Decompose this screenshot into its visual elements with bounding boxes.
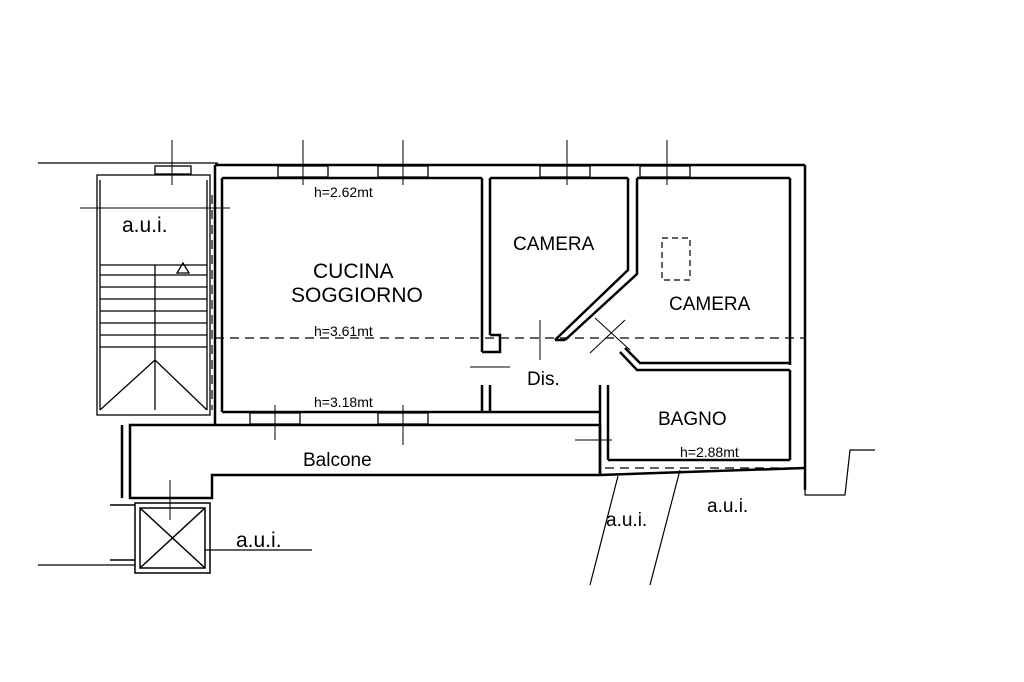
height-bagno-label: h=2.88mt: [680, 444, 739, 460]
height-mid-label: h=3.61mt: [314, 323, 373, 339]
soggiorno-label: SOGGIORNO: [291, 284, 423, 307]
aui-bottom-right-label: a.u.i.: [707, 496, 748, 517]
walls: [120, 163, 807, 500]
dis-label: Dis.: [527, 369, 560, 390]
wardrobe-outline: [661, 237, 691, 281]
height-top-label: h=2.62mt: [314, 184, 373, 200]
section-lines: [211, 195, 805, 469]
stairwell: [96, 174, 211, 416]
elevator-shaft: [110, 502, 211, 574]
aui-top-left-label: a.u.i.: [122, 214, 168, 237]
bagno-label: BAGNO: [658, 409, 727, 430]
cucina-label: CUCINA: [313, 260, 394, 283]
balcone-label: Balcone: [303, 450, 372, 471]
aui-bottom-left-label: a.u.i.: [236, 529, 282, 552]
camera-2-label: CAMERA: [669, 294, 751, 315]
height-low-label: h=3.18mt: [314, 394, 373, 410]
context-lines: [38, 162, 875, 586]
camera-1-label: CAMERA: [513, 234, 595, 255]
window-axes: [80, 140, 668, 520]
aui-bottom-mid-label: a.u.i.: [606, 510, 647, 531]
